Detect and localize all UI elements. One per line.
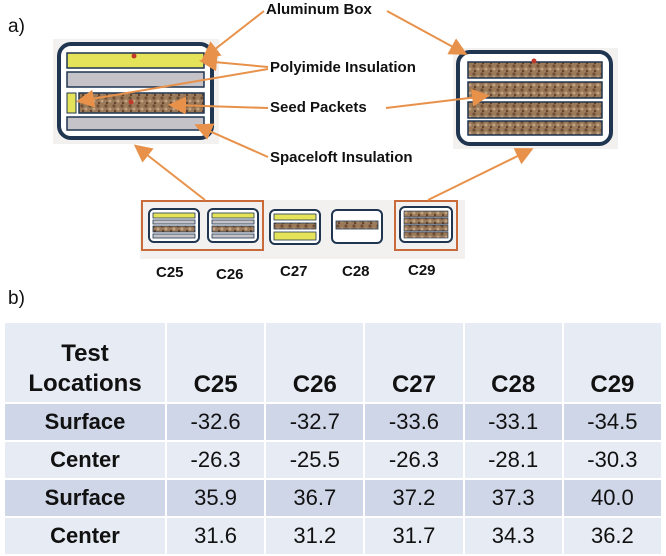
cell: 35.9 [164, 478, 267, 518]
highlight-c25-c26 [141, 200, 264, 251]
arrow-seed-right [385, 88, 490, 109]
location-label-c25: C25 [156, 264, 184, 281]
cell: -28.1 [462, 440, 564, 480]
cell: 37.2 [363, 478, 465, 518]
header-c27: C27 [363, 321, 465, 404]
cell: 31.7 [363, 516, 465, 556]
row-name: Center [3, 516, 167, 556]
arrow-seed-left [168, 96, 269, 115]
arrow-spaceloft [194, 123, 269, 158]
cell: 31.2 [264, 516, 366, 556]
header-line-2: Locations [28, 370, 142, 397]
table-header-row: Test Locations C25 C26 C27 C28 C29 [3, 321, 664, 404]
arrow-aluminum-right [386, 10, 468, 55]
header-c25: C25 [164, 321, 267, 404]
cell: 36.2 [561, 516, 664, 556]
arrow-aluminum-left [201, 10, 265, 60]
row-name: Surface [3, 478, 167, 518]
row-name: Surface [3, 402, 167, 442]
cell: -26.3 [164, 440, 267, 480]
small-box-c25 [148, 208, 200, 243]
header-line-1: Test [61, 340, 109, 367]
header-c28: C28 [462, 321, 564, 404]
box-diagram [53, 10, 618, 259]
arrow-polyimide-2 [76, 68, 269, 108]
cell: -30.3 [561, 440, 664, 480]
small-box-c26 [207, 208, 259, 243]
arrow-to-right-box [427, 148, 534, 201]
cell: -34.5 [561, 402, 664, 442]
highlight-c29 [394, 200, 458, 251]
header-c26: C26 [264, 321, 366, 404]
small-box-c29 [399, 206, 453, 243]
label-aluminum-box: Aluminum Box [266, 1, 372, 18]
cell: -25.5 [264, 440, 366, 480]
location-label-c26: C26 [216, 266, 244, 283]
small-box-c27 [269, 209, 321, 245]
cell: 37.3 [462, 478, 564, 518]
cell: -32.6 [164, 402, 267, 442]
temperature-table: Test Locations C25 C26 C27 C28 C29 Surfa… [3, 321, 664, 556]
cell: -33.1 [462, 402, 564, 442]
cell: -26.3 [363, 440, 465, 480]
cell: 34.3 [462, 516, 564, 556]
label-spaceloft-insulation: Spaceloft Insulation [270, 149, 413, 166]
panel-b-label: b) [8, 288, 25, 309]
header-test-locations: Test Locations [3, 321, 167, 404]
label-polyimide-insulation: Polyimide Insulation [270, 59, 416, 76]
large-box-seed [453, 48, 618, 149]
cell: 40.0 [561, 478, 664, 518]
table-row: Center 31.6 31.2 31.7 34.3 36.2 [3, 516, 664, 556]
table-row: Center -26.3 -25.5 -26.3 -28.1 -30.3 [3, 440, 664, 480]
location-label-c29: C29 [408, 262, 436, 279]
large-box-layered [53, 39, 219, 144]
arrow-polyimide-1 [199, 53, 269, 72]
header-c29: C29 [561, 321, 664, 404]
row-name: Center [3, 440, 167, 480]
small-box-c28 [331, 209, 383, 244]
label-seed-packets: Seed Packets [270, 99, 367, 116]
panel-a-label: a) [8, 16, 25, 37]
cell: -32.7 [264, 402, 366, 442]
cell: 36.7 [264, 478, 366, 518]
table-row: Surface -32.6 -32.7 -33.6 -33.1 -34.5 [3, 402, 664, 442]
arrow-to-left-box [133, 144, 206, 201]
table-row: Surface 35.9 36.7 37.2 37.3 40.0 [3, 478, 664, 518]
cell: 31.6 [164, 516, 267, 556]
location-label-c28: C28 [342, 263, 370, 280]
cell: -33.6 [363, 402, 465, 442]
location-label-c27: C27 [280, 263, 308, 280]
